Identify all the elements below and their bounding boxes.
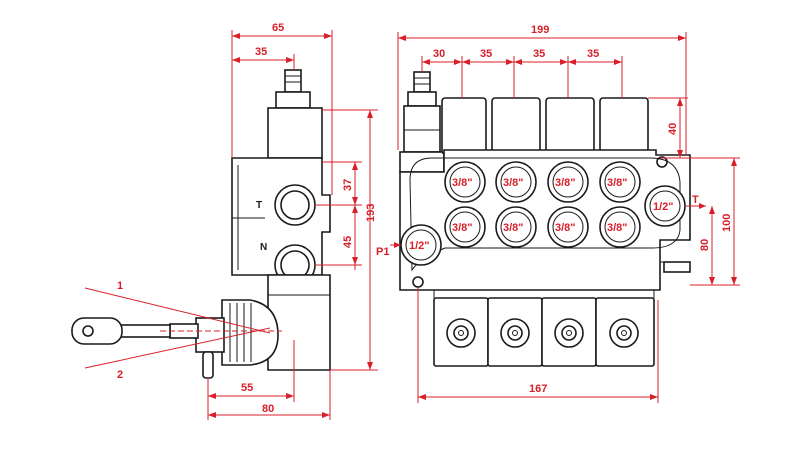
front-foot-right: [663, 261, 691, 273]
work-port-a4-label: 3/8": [607, 177, 628, 189]
outlet-label-t: T: [692, 194, 699, 206]
side-port-label-t: T: [256, 200, 262, 211]
lower-cap-4: [595, 297, 655, 367]
work-port-a2-label: 3/8": [503, 177, 524, 189]
front-mount-hole-bl: [412, 276, 424, 288]
work-port-a2: [495, 161, 537, 203]
front-view: 1/2" 1/2" 3/8" 3/8" 3/8" 3/8" 3/8": [376, 24, 740, 403]
dim-55: 55: [241, 382, 253, 394]
side-lever-grip-hole: [82, 325, 94, 337]
front-main-body: [399, 149, 691, 291]
work-port-b4-label: 3/8": [607, 222, 628, 234]
dim-37: 37: [342, 179, 354, 191]
lever-angle-label-2: 2: [117, 369, 123, 381]
lever-angle-line-1: [84, 287, 271, 334]
dim-193: 193: [365, 204, 377, 222]
dim-199: 199: [531, 24, 549, 36]
front-mount-hole-tr: [656, 156, 668, 168]
side-lever-stop: [202, 351, 214, 379]
front-relief-base: [399, 151, 445, 173]
work-port-b2: [495, 206, 537, 248]
lever-angle-line-2: [84, 327, 271, 369]
lower-spool-caps: [433, 290, 655, 367]
work-port-a3-label: 3/8": [555, 177, 576, 189]
work-port-b2-label: 3/8": [503, 222, 524, 234]
work-port-a4: [599, 161, 641, 203]
dim-80-side: 80: [262, 403, 274, 415]
dim-45: 45: [342, 236, 354, 248]
side-view: 1 2 T N 65 35 193 37 45: [71, 22, 378, 420]
outlet-port-inner: [649, 190, 681, 222]
side-t-port-inner: [280, 190, 310, 220]
front-relief-body: [403, 105, 441, 153]
work-port-a1: [444, 161, 486, 203]
work-ports-upper: 3/8" 3/8" 3/8" 3/8": [444, 161, 641, 203]
dim-35-c: 35: [587, 48, 599, 60]
side-port-label-n: N: [260, 242, 267, 253]
dim-35-b: 35: [533, 48, 545, 60]
dim-100: 100: [721, 214, 733, 232]
lower-cap-3: [541, 297, 597, 367]
work-port-b1-label: 3/8": [452, 222, 473, 234]
work-ports-lower: 3/8" 3/8" 3/8" 3/8": [444, 206, 641, 248]
front-relief-nut: [407, 91, 437, 107]
work-port-b3-label: 3/8": [555, 222, 576, 234]
work-port-b3: [547, 206, 589, 248]
inlet-port-inner: [405, 229, 437, 261]
dim-30: 30: [433, 48, 445, 60]
dim-35-side: 35: [255, 46, 267, 58]
front-spool-cap-2: [491, 97, 541, 155]
dim-35-a: 35: [480, 48, 492, 60]
front-spool-cap-4: [599, 97, 649, 155]
dim-167: 167: [529, 383, 547, 395]
outlet-port-label: 1/2": [653, 201, 674, 213]
side-top-fitting: [284, 69, 302, 93]
lever-angle-label-1: 1: [117, 280, 123, 292]
dim-65: 65: [272, 22, 284, 34]
dim-80-front: 80: [699, 239, 711, 251]
front-spool-cap-3: [545, 97, 595, 155]
outlet-port-outer: [644, 185, 686, 227]
side-lever-pivot: [195, 317, 225, 353]
inlet-port-label: 1/2": [409, 240, 430, 252]
front-spool-cap-1: [441, 97, 487, 155]
front-relief-cap: [413, 71, 431, 93]
inlet-label-p1: P1: [376, 246, 389, 258]
dim-40: 40: [667, 123, 679, 135]
side-lever-grip: [71, 317, 123, 345]
work-port-b4: [599, 206, 641, 248]
side-top-nut: [275, 91, 311, 109]
lower-cap-2: [487, 297, 543, 367]
lower-cap-1: [433, 297, 489, 367]
work-port-b1: [444, 206, 486, 248]
side-main-body: [231, 157, 331, 276]
side-cap-block: [267, 107, 323, 159]
work-port-a1-label: 3/8": [452, 177, 473, 189]
work-port-a3: [547, 161, 589, 203]
